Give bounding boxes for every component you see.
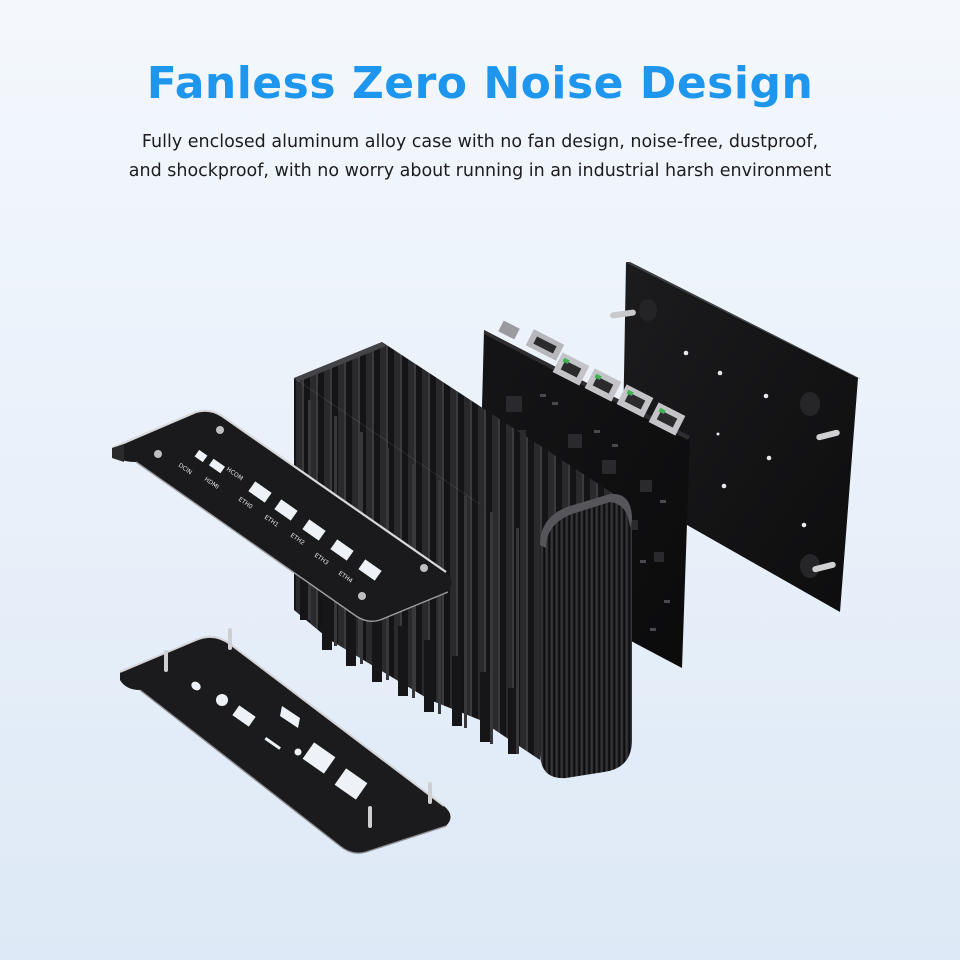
page-title: Fanless Zero Noise Design bbox=[146, 58, 814, 109]
heatsink-fin-teeth bbox=[300, 560, 518, 754]
io-plate-screws bbox=[154, 426, 428, 600]
description-line-2: and shockproof, with no worry about runn… bbox=[128, 161, 832, 181]
description-line-1: Fully enclosed aluminum alloy case with … bbox=[141, 132, 819, 152]
rear-io-plate bbox=[119, 628, 451, 854]
page-description: Fully enclosed aluminum alloy case with … bbox=[60, 128, 900, 186]
rear-plate-pins bbox=[164, 628, 432, 828]
board-components bbox=[540, 394, 670, 631]
bottom-cover-plate bbox=[610, 262, 861, 612]
board-chips bbox=[506, 396, 664, 562]
plate-screw-holes bbox=[683, 350, 807, 528]
standoff-pins bbox=[610, 309, 840, 573]
rear-plate-cutouts bbox=[191, 681, 368, 800]
io-plate-cutouts bbox=[194, 449, 382, 581]
front-io-plate: DCIN HDMI HCOM ETH0 ETH1 ETH2 ETH3 ETH4 bbox=[111, 409, 452, 623]
board-io-ports bbox=[498, 320, 686, 436]
